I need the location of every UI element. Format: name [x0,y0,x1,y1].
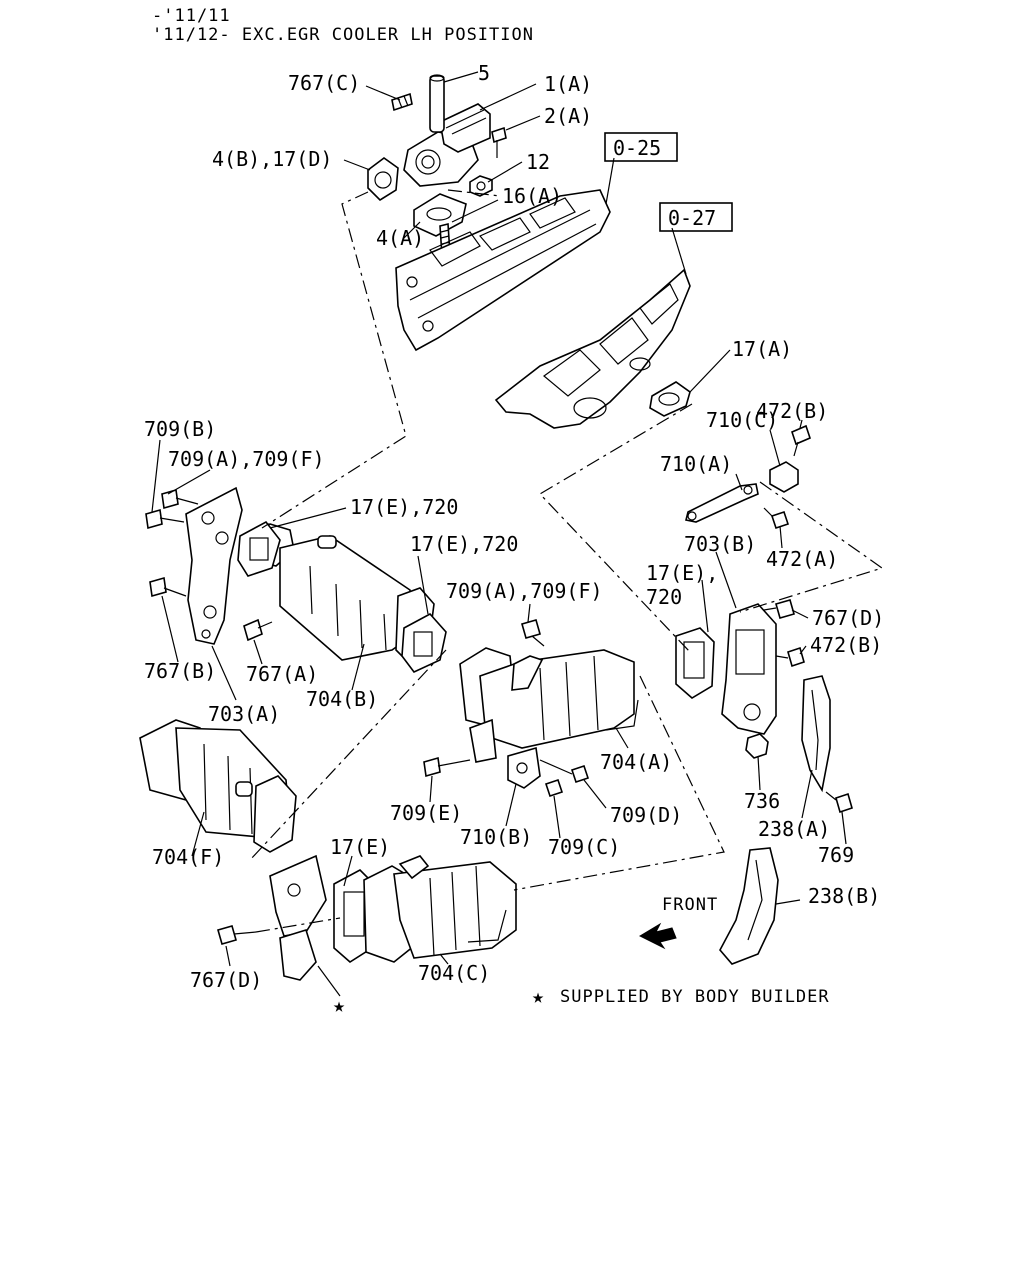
connector-line-c [739,481,884,613]
gasket-4a[interactable] [413,193,467,237]
label-767b: 767(B) [144,659,216,683]
footnote-star-icon: ★ [532,984,544,1008]
label-17e-720-a: 17(E),720 [350,495,458,519]
label-709b: 709(B) [144,417,216,441]
bracket-710c[interactable] [769,461,799,493]
label-704f: 704(F) [152,845,224,869]
label-767d-right: 767(D) [812,606,884,630]
label-709e: 709(E) [390,801,462,825]
label-704a: 704(A) [600,750,672,774]
label-5: 5 [478,61,490,85]
label-767d-bottom: 767(D) [190,968,262,992]
bolt-769[interactable] [825,791,853,814]
bolt-709b[interactable] [145,508,185,530]
bolt-767c[interactable] [391,92,413,112]
gasket-17a[interactable] [649,381,691,417]
bolt-709a-709f-left[interactable] [161,488,199,510]
label-472a: 472(A) [766,547,838,571]
header-line-2: '11/12- EXC.EGR COOLER LH POSITION [152,25,534,45]
bracket-bottom-left[interactable] [269,854,327,981]
bolt-472b-right[interactable] [775,646,805,668]
exhaust-manifold[interactable] [494,268,691,429]
label-709a-709f-mid: 709(A),709(F) [446,579,603,603]
bolt-767d-bottom[interactable] [217,925,257,945]
label-710b: 710(B) [460,825,532,849]
gasket-17e-720-b[interactable] [401,612,447,673]
label-17a: 17(A) [732,337,792,361]
bolt-767a[interactable] [243,618,273,642]
bolt-472b-top[interactable] [791,424,811,457]
label-710c: 710(C) [706,408,778,432]
label-2a: 2(A) [544,104,592,128]
label-709c: 709(C) [548,835,620,859]
bolt-767b[interactable] [149,576,187,598]
bracket-710a[interactable] [685,483,759,523]
heat-shield-238a[interactable] [801,675,831,793]
label-769: 769 [818,843,854,867]
label-238b: 238(B) [808,884,880,908]
bracket-703b[interactable] [721,603,777,735]
bolt-767d-right[interactable] [763,599,795,619]
bolt-709a-709f-mid[interactable] [521,619,545,647]
ref-0-27-label: 0-27 [668,206,716,230]
label-17e-bottom: 17(E) [330,835,390,859]
bolt-709d[interactable] [539,759,590,784]
header-line-1: -'11/11 [152,6,231,26]
footnote-text: SUPPLIED BY BODY BUILDER [560,987,830,1007]
ref-box-0-25[interactable]: 0-25 [604,132,678,162]
bolt-709e[interactable] [423,756,471,778]
label-17e-right-1: 17(E), [646,561,718,585]
nut-736[interactable] [745,733,769,759]
ref-box-0-27[interactable]: 0-27 [659,202,733,232]
front-arrow-icon [638,922,677,950]
gasket-17e-720-right[interactable] [675,627,715,699]
bracket-710b[interactable] [507,746,541,789]
egr-valve[interactable] [403,74,491,187]
bracket-703a[interactable] [185,486,243,645]
gasket-17e-720-a[interactable] [237,520,281,577]
label-17e-720-b: 17(E),720 [410,532,518,556]
label-703a: 703(A) [208,702,280,726]
label-704c: 704(C) [418,961,490,985]
egr-cooler-704a[interactable] [459,647,639,763]
label-16a: 16(A) [502,184,562,208]
label-12: 12 [526,150,550,174]
label-703b: 703(B) [684,532,756,556]
gasket-4b-17d[interactable] [367,157,399,202]
heat-shield-238b[interactable] [719,847,779,965]
connector-line-b [539,403,693,653]
front-label: FRONT [662,895,718,915]
label-709a-709f-left: 709(A),709(F) [168,447,325,471]
label-4b-17d: 4(B),17(D) [212,147,332,171]
egr-cooler-704f[interactable] [139,719,297,853]
bolt-709c[interactable] [544,778,564,798]
label-767a: 767(A) [246,662,318,686]
bolt-472a[interactable] [763,507,790,530]
connector-line-d [249,649,447,861]
label-472b-right: 472(B) [810,633,882,657]
label-472b-top: 472(B) [756,399,828,423]
connector-line-a [261,191,407,529]
label-709d: 709(D) [610,803,682,827]
nut-12[interactable] [469,175,493,197]
label-4a: 4(A) [376,226,424,250]
label-736: 736 [744,789,780,813]
label-710a: 710(A) [660,452,732,476]
label-704b: 704(B) [306,687,378,711]
label-767c-top: 767(C) [288,71,360,95]
label-17e-right-2: 720 [646,585,682,609]
label-238a: 238(A) [758,817,830,841]
bolt-2a[interactable] [491,126,507,158]
label-1a: 1(A) [544,72,592,96]
connector-line-f [447,189,501,197]
connector-line-e [513,675,725,891]
star-marker-icon: ★ [333,993,345,1017]
intake-manifold[interactable] [395,189,611,352]
ref-0-25-label: 0-25 [613,136,661,160]
egr-cooler-704c[interactable] [363,855,517,963]
leader-lines [151,71,847,997]
